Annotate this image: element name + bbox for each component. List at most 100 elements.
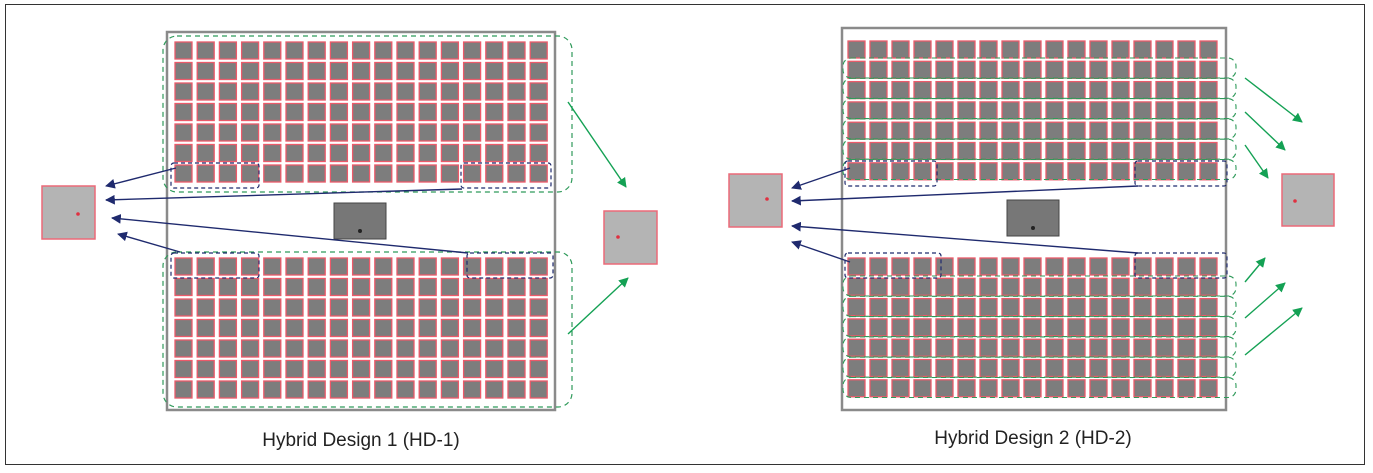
array-cell [196, 82, 215, 101]
array-cell [396, 318, 415, 338]
array-cell [935, 277, 954, 296]
array-cell [935, 141, 954, 161]
array-cell [507, 123, 526, 142]
array-cell [913, 358, 932, 378]
array-cell [1067, 257, 1086, 276]
array-cell [891, 162, 910, 181]
array-cell [218, 257, 238, 276]
green-arrow [1244, 257, 1266, 283]
array-cell [1023, 318, 1042, 337]
design-1-arrow-tr [105, 188, 463, 205]
array-cell [240, 298, 260, 317]
array-cell [1067, 358, 1086, 378]
array-cell [462, 339, 482, 358]
array-cell [1067, 297, 1086, 317]
design-1-green-dash-bottom [162, 251, 573, 408]
array-cell [891, 277, 910, 296]
array-cell [891, 379, 910, 398]
design-1-left-receiver-dot [76, 212, 80, 216]
array-cell [240, 277, 260, 297]
array-cell [1023, 338, 1042, 357]
array-cell [1089, 379, 1108, 398]
array-cell [462, 298, 482, 317]
array-cell [374, 102, 393, 122]
array-cell [285, 102, 304, 122]
array-cell [196, 380, 215, 399]
array-cell [374, 82, 393, 101]
array-cell [351, 277, 371, 297]
array-cell [329, 143, 349, 163]
array-cell [1177, 121, 1196, 140]
array-cell [891, 60, 910, 79]
array-cell [957, 358, 976, 378]
array-cell [418, 380, 437, 399]
array-cell [1001, 318, 1020, 337]
array-cell [507, 298, 526, 317]
array-cell [240, 318, 260, 338]
array-cell [869, 257, 888, 276]
array-cell [1199, 257, 1218, 276]
array-cell [174, 380, 193, 399]
array-cell [263, 298, 282, 317]
array-cell [1089, 121, 1108, 140]
array-cell [462, 143, 482, 163]
array-cell [218, 61, 238, 81]
array-cell [1155, 141, 1174, 161]
array-cell [957, 141, 976, 161]
array-cell [485, 339, 504, 358]
array-cell [440, 277, 460, 297]
array-cell [1023, 379, 1042, 398]
array-cell [1001, 257, 1020, 276]
array-cell [891, 101, 910, 120]
array-cell [1199, 101, 1218, 120]
array-cell [1177, 277, 1196, 296]
array-cell [1089, 101, 1108, 120]
array-cell [174, 102, 193, 122]
design-2-arrow-br [791, 221, 1139, 254]
array-cell [263, 61, 282, 81]
array-cell [891, 141, 910, 161]
array-cell [979, 60, 998, 79]
array-cell [1199, 277, 1218, 296]
array-cell [418, 339, 437, 358]
array-cell [847, 101, 866, 120]
array-cell [174, 318, 193, 338]
array-cell [396, 143, 415, 163]
array-cell [979, 121, 998, 140]
array-cell [218, 143, 238, 163]
array-cell [1177, 257, 1196, 276]
array-cell [1067, 318, 1086, 337]
array-cell [174, 164, 193, 183]
green-arrow [1244, 111, 1286, 151]
array-cell [174, 277, 193, 297]
array-cell [240, 359, 260, 379]
array-cell [196, 359, 215, 379]
array-cell [957, 257, 976, 276]
design-1-navy-dash-br [466, 252, 554, 279]
array-cell [418, 298, 437, 317]
array-cell [1023, 60, 1042, 79]
array-cell [507, 61, 526, 81]
array-cell [1177, 358, 1196, 378]
array-cell [913, 318, 932, 337]
array-cell [1133, 277, 1152, 296]
array-cell [1045, 257, 1064, 276]
row-outline [842, 57, 1237, 79]
array-cell [507, 318, 526, 338]
array-cell [1177, 318, 1196, 337]
array-cell [218, 277, 238, 297]
array-cell [285, 298, 304, 317]
array-cell [329, 298, 349, 317]
array-cell [329, 380, 349, 399]
array-cell [979, 141, 998, 161]
array-cell [979, 379, 998, 398]
design-2-bottom-array [847, 257, 1218, 398]
array-cell [935, 257, 954, 276]
array-cell [285, 257, 304, 276]
array-cell [1023, 80, 1042, 100]
array-cell [1067, 162, 1086, 181]
array-cell [1133, 60, 1152, 79]
design-2-caption: Hybrid Design 2 (HD-2) [934, 428, 1132, 449]
array-cell [1045, 80, 1064, 100]
array-cell [485, 82, 504, 101]
